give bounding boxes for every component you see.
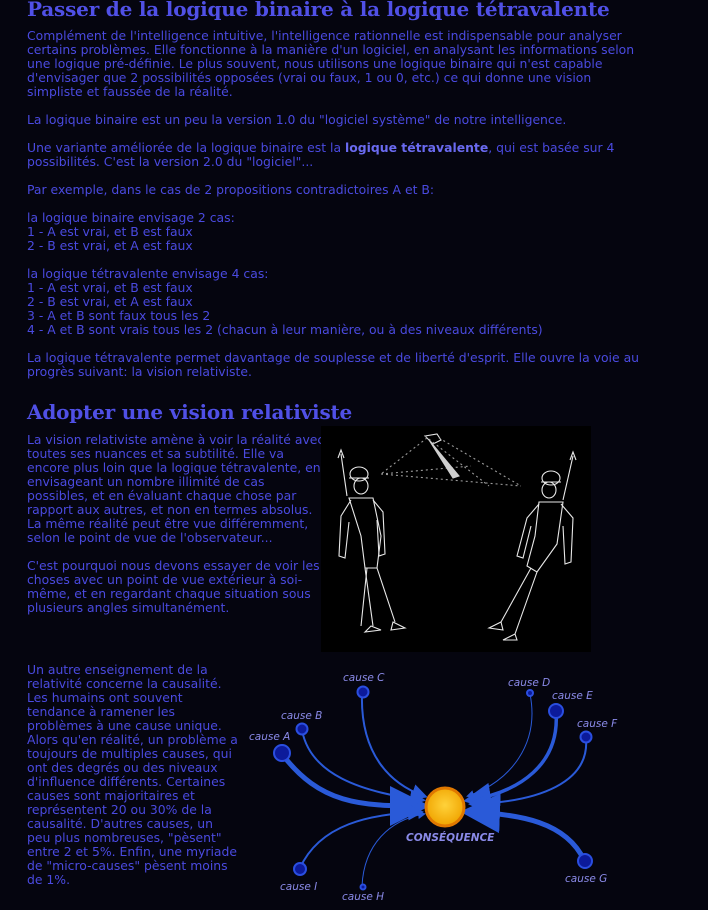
paragraph: C'est pourquoi nous devons essayer de vo… [27,558,320,615]
cause-a-label: cause A [249,731,290,743]
paragraph: Par exemple, dans le cas de 2 propositio… [27,182,435,197]
causality-paragraph: Un autre enseignement de la relativité c… [27,663,239,887]
section-title-logic: Passer de la logique binaire à la logiqu… [27,0,610,21]
paragraph: La vision relativiste amène à voir la ré… [27,432,325,545]
cause-d-label: cause D [508,677,550,689]
paragraph: La logique binaire est un peu la version… [27,112,567,127]
section-logic-body: Complément de l'intelligence intuitive, … [27,29,642,393]
cause-g-label: cause G [565,873,607,885]
paragraph: Complément de l'intelligence intuitive, … [27,28,635,99]
cause-i-label: cause I [280,881,317,893]
causality-diagram: CONSÉQUENCE cause A cause B cause C caus… [240,664,660,907]
tetra-cases: la logique tétravalente envisage 4 cas: … [27,266,543,337]
cause-h-label: cause H [342,891,384,903]
cause-b-label: cause B [281,710,322,722]
cause-f-label: cause F [577,718,618,730]
consequence-node [424,786,466,828]
bold-term: logique tétravalente [345,140,489,155]
two-observers-illustration [321,426,591,652]
paragraph: Un autre enseignement de la relativité c… [27,662,238,887]
cause-e-label: cause E [552,690,593,702]
observers-drawing [337,433,577,641]
paragraph: La logique tétravalente permet davantage… [27,350,640,379]
section-title-relativist: Adopter une vision relativiste [27,400,353,424]
consequence-label: CONSÉQUENCE [406,831,495,844]
causes-consequence-drawing: CONSÉQUENCE cause A cause B cause C caus… [249,672,618,903]
cause-c-label: cause C [343,672,385,684]
binary-cases: la logique binaire envisage 2 cas: 1 - A… [27,210,235,253]
paragraph: Une variante améliorée de la logique bin… [27,140,615,169]
section-relativist-body: La vision relativiste amène à voir la ré… [27,433,327,629]
